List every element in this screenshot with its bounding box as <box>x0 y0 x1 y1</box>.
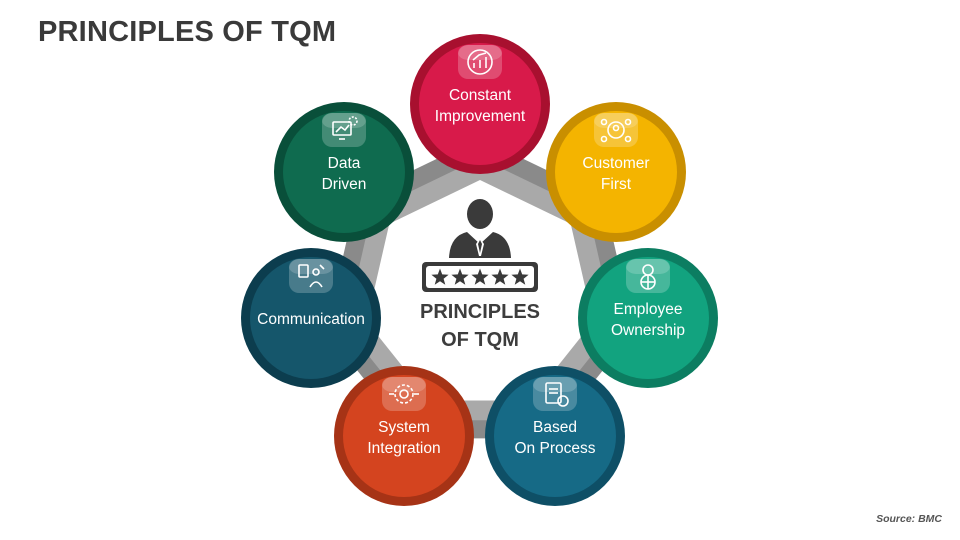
center-label-line-2: OF TQM <box>441 329 519 351</box>
star-icon <box>471 268 489 285</box>
node-label-constant-improvement-line-1: Constant <box>449 87 512 104</box>
star-icon <box>431 268 449 285</box>
slide-title: PRINCIPLES OF TQM <box>38 16 337 48</box>
integration-gear-icon <box>389 384 419 404</box>
node-label-system-integration-line-1: System <box>378 419 430 436</box>
star-icon <box>451 268 469 285</box>
node-communication: Communication <box>241 248 381 388</box>
icon-badge-gloss <box>533 377 577 392</box>
node-disk <box>343 375 465 497</box>
node-label-based-on-process-line-2: On Process <box>515 440 596 457</box>
node-disk <box>419 43 541 165</box>
icon-badge <box>382 377 426 411</box>
center-group: PRINCIPLES OF TQM <box>420 199 540 351</box>
node-label-based-on-process-line-1: Based <box>533 419 577 436</box>
principle-nodes: ConstantImprovementCustomerFirstEmployee… <box>241 34 718 506</box>
node-label-employee-ownership-line-1: Employee <box>614 301 683 318</box>
rating-badge <box>422 262 538 292</box>
node-disk <box>555 111 677 233</box>
process-clipboard-icon <box>545 382 569 407</box>
node-label-communication-line-1: Communication <box>257 311 365 328</box>
node-disk <box>250 257 372 379</box>
communication-people-icon <box>298 264 325 288</box>
node-label-customer-first-line-1: Customer <box>582 155 649 172</box>
businessman-icon <box>449 199 511 258</box>
node-disk <box>494 375 616 497</box>
node-label-customer-first-line-2: First <box>601 176 632 193</box>
node-based-on-process: Based On Process <box>485 366 625 506</box>
employee-globe-icon <box>640 264 656 290</box>
star-icon <box>491 268 509 285</box>
icon-badge-gloss <box>458 45 502 60</box>
node-disk <box>587 257 709 379</box>
data-analytics-icon <box>332 116 358 140</box>
node-disk <box>283 111 405 233</box>
source-note: Source: BMC <box>876 513 942 525</box>
icon-badge-gloss <box>289 259 333 274</box>
icon-badge <box>533 377 577 411</box>
node-label-data-driven-line-2: Driven <box>322 176 367 193</box>
rating-stars <box>431 268 529 285</box>
icon-badge-gloss <box>626 259 670 274</box>
node-label-constant-improvement-line-2: Improvement <box>435 108 526 125</box>
icon-badge-gloss <box>322 113 366 128</box>
star-icon <box>511 268 529 285</box>
customer-network-icon <box>600 118 632 143</box>
node-label-data-driven-line-1: Data <box>328 155 361 172</box>
center-label-line-1: PRINCIPLES <box>420 301 540 323</box>
node-label-employee-ownership-line-2: Ownership <box>611 322 685 339</box>
node-label-system-integration-line-2: Integration <box>367 440 440 457</box>
growth-chart-icon <box>467 49 493 75</box>
